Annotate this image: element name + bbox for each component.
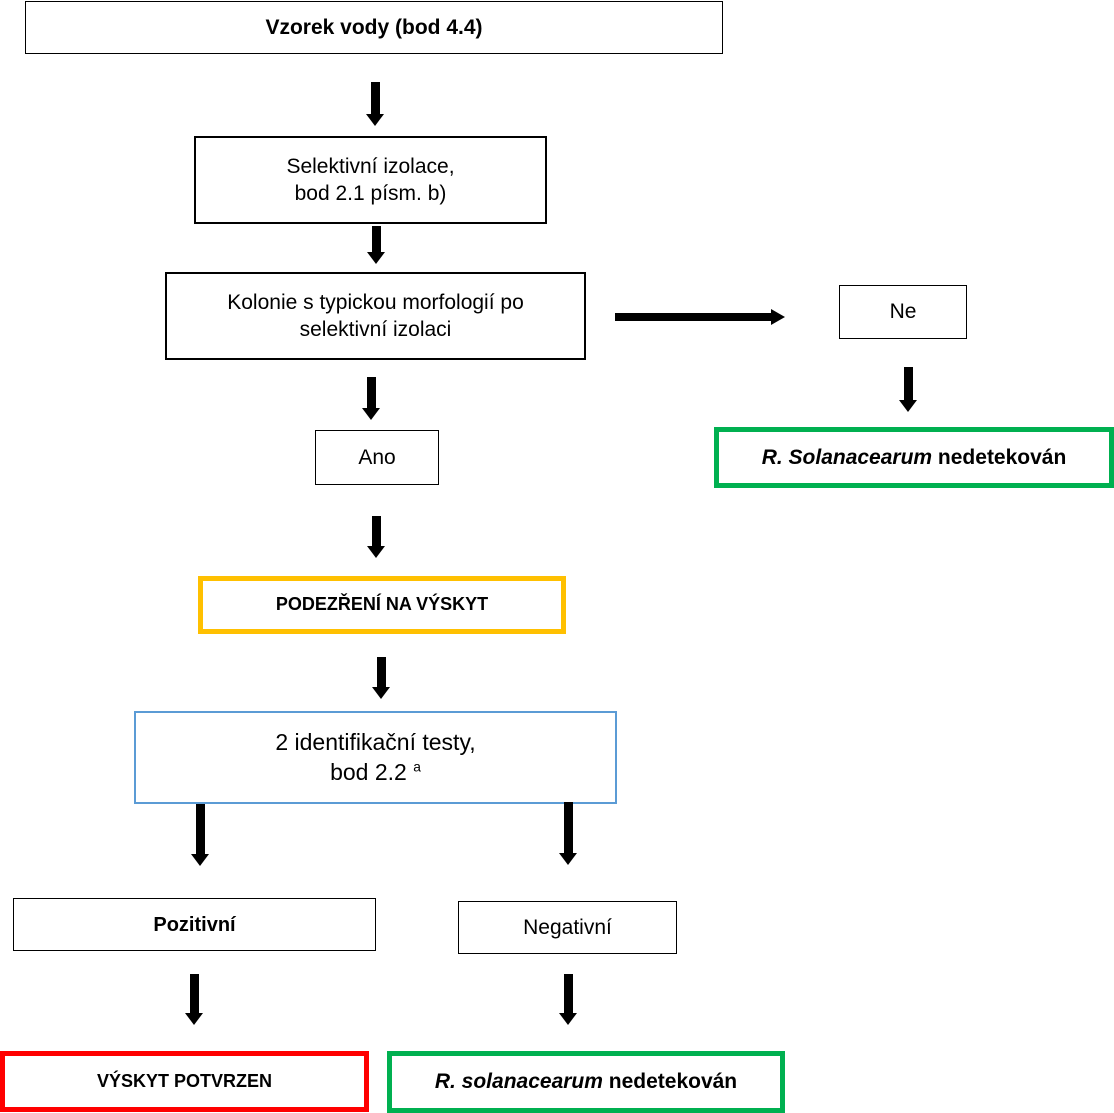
not-detected-top-text: nedetekován xyxy=(932,445,1067,469)
node-yes-label: Ano xyxy=(358,445,396,469)
node-suspicion-label: PODEZŘENÍ NA VÝSKYT xyxy=(275,594,489,615)
node-typical-colonies-line1: Kolonie s typickou morfologií po xyxy=(227,290,524,314)
node-negative-label: Negativní xyxy=(523,915,612,939)
node-no: Ne xyxy=(839,285,967,339)
node-selective-isolation-line1: Selektivní izolace, xyxy=(286,154,455,178)
node-water-sample: Vzorek vody (bod 4.4) xyxy=(25,1,723,54)
node-positive: Pozitivní xyxy=(13,898,376,951)
node-positive-label: Pozitivní xyxy=(153,913,236,936)
tests-reference: bod 2.2 xyxy=(330,758,414,785)
node-not-detected-bottom-label: R. solanacearum nedetekován xyxy=(435,1068,737,1095)
tests-footnote-mark: a xyxy=(413,758,421,774)
node-not-detected-top: R. Solanacearum nedetekován xyxy=(714,427,1114,488)
species-name-top: R. Solanacearum xyxy=(761,445,933,469)
node-negative: Negativní xyxy=(458,901,677,954)
node-yes: Ano xyxy=(315,430,439,485)
node-identification-tests-line2: bod 2.2 a xyxy=(275,758,475,788)
node-identification-tests: 2 identifikační testy, bod 2.2 a xyxy=(134,711,617,804)
node-suspicion: PODEZŘENÍ NA VÝSKYT xyxy=(198,576,566,634)
node-identification-tests-line1: 2 identifikační testy, xyxy=(275,728,476,755)
node-typical-colonies: Kolonie s typickou morfologií po selekti… xyxy=(165,272,586,360)
node-not-detected-top-label: R. Solanacearum nedetekován xyxy=(762,444,1067,471)
node-selective-isolation-line2: bod 2.1 písm. b) xyxy=(294,182,447,205)
node-confirmed-label: VÝSKYT POTVRZEN xyxy=(96,1070,273,1091)
node-confirmed: VÝSKYT POTVRZEN xyxy=(0,1051,369,1112)
node-not-detected-bottom: R. solanacearum nedetekován xyxy=(387,1051,785,1113)
node-typical-colonies-line2: selektivní izolaci xyxy=(299,318,452,341)
not-detected-bottom-text: nedetekován xyxy=(602,1070,738,1094)
node-water-sample-label: Vzorek vody (bod 4.4) xyxy=(265,15,483,39)
node-selective-isolation: Selektivní izolace, bod 2.1 písm. b) xyxy=(194,136,547,224)
species-name-bottom: R. solanacearum xyxy=(434,1070,603,1094)
node-no-label: Ne xyxy=(889,300,917,324)
